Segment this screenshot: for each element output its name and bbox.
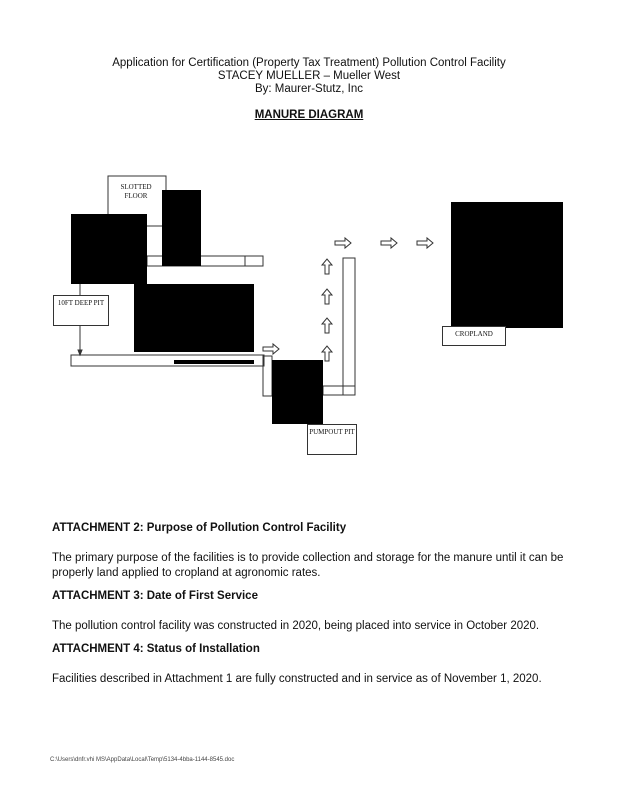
flow-arrows — [77, 236, 434, 362]
attachment-4-body: Facilities described in Attachment 1 are… — [52, 673, 542, 685]
arrow-right-icon — [262, 342, 280, 356]
attachment-2-body: The primary purpose of the facilities is… — [52, 552, 564, 579]
arrow-up-icon — [320, 345, 334, 362]
deep-pit-label: 10FT DEEP PIT — [53, 295, 109, 326]
pumpout-pit-label: PUMPOUT PIT — [307, 424, 357, 455]
attachment-2-heading: ATTACHMENT 2: Purpose of Pollution Contr… — [52, 522, 347, 534]
redacted-block — [134, 284, 254, 352]
header-line-2: STACEY MUELLER – Mueller West — [217, 70, 401, 82]
lower-channel — [70, 354, 265, 367]
header-line-3: By: Maurer-Stutz, Inc — [254, 83, 363, 95]
riser-pipe — [342, 257, 356, 396]
arrow-right-icon — [334, 236, 352, 250]
arrow-right-icon — [380, 236, 398, 250]
redacted-block — [174, 360, 254, 364]
arrow-down-icon — [77, 349, 83, 357]
arrow-up-icon — [320, 258, 334, 275]
slotted-floor-label: SLOTTED FLOOR — [113, 180, 159, 202]
redacted-block — [71, 214, 147, 284]
file-path-footer: C:\Users\dnfr.vhi MS\AppData\Local\Temp\… — [50, 757, 235, 763]
redacted-block — [451, 202, 563, 328]
arrow-up-icon — [320, 288, 334, 305]
attachment-3-heading: ATTACHMENT 3: Date of First Service — [52, 590, 258, 602]
redacted-block — [162, 190, 201, 266]
attachment-4-heading: ATTACHMENT 4: Status of Installation — [52, 643, 260, 655]
redacted-block — [272, 360, 323, 424]
attachment-3-body: The pollution control facility was const… — [52, 620, 540, 632]
header-line-1: Application for Certification (Property … — [112, 57, 506, 69]
cropland-label: CROPLAND — [442, 326, 506, 346]
arrow-right-icon — [416, 236, 434, 250]
arrow-up-icon — [320, 317, 334, 334]
diagram-title: MANURE DIAGRAM — [254, 109, 364, 121]
